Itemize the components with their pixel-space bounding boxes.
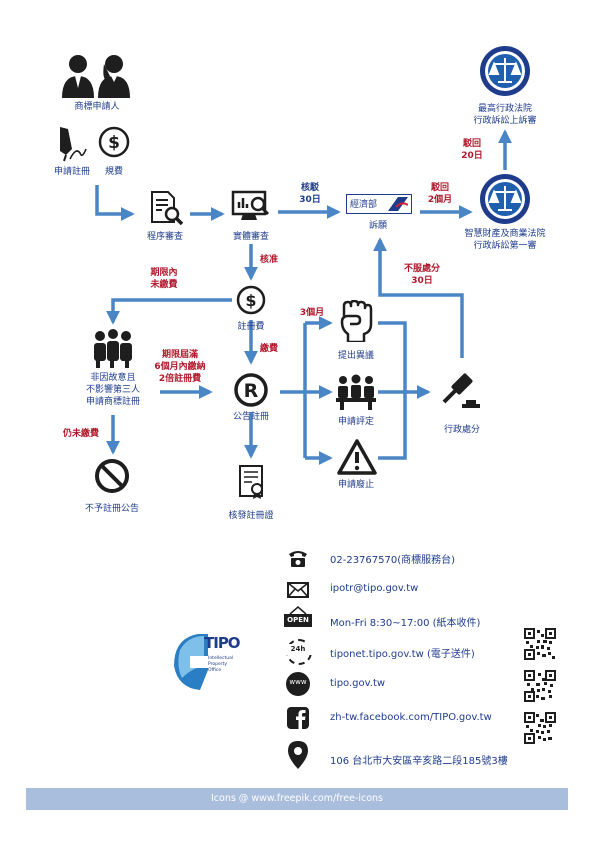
meeting-people-icon: [336, 374, 376, 410]
facebook-icon: [287, 707, 309, 729]
court-reject-label: 駁回: [462, 139, 481, 149]
cancellation-label: 申請廢止: [337, 480, 374, 490]
arrow-fee-to-thirdparty: [106, 298, 232, 325]
third-party-label-3: 申請商標註冊: [85, 397, 140, 407]
procedural-review-label: 程序審查: [146, 232, 183, 242]
qr-code-icon[interactable]: [524, 712, 556, 744]
arrow-opposition-to-disposition: [378, 321, 407, 392]
publish-label: 公告註冊: [232, 412, 269, 422]
svg-text:$: $: [108, 133, 120, 153]
address-text: 106 台北市大安區辛亥路二段185號3樓: [330, 756, 508, 767]
appeal-reject-months-label: 2個月: [427, 195, 453, 205]
deadline-unpaid-label-2: 未繳費: [150, 280, 178, 290]
applicant-label: 商標申請人: [74, 102, 120, 112]
www-globe-icon: www: [286, 672, 310, 696]
reject-days-label: 30日: [299, 195, 321, 205]
appeal-reject-label: 駁回: [430, 183, 449, 193]
clock-24h-icon: 24h: [284, 638, 312, 665]
phone-text: 02-23767570(商標服務台): [330, 555, 456, 566]
registration-fee-icon: $: [236, 285, 266, 315]
tipo-logo-sub2: Property: [208, 662, 228, 667]
tipo-logo-sub1: Intellectual: [208, 656, 234, 661]
warning-icon: [337, 439, 377, 475]
still-unpaid-label: 仍未繳費: [62, 429, 99, 439]
disposition-label: 行政處分: [443, 425, 480, 435]
invalidation-label: 申請評定: [337, 417, 374, 427]
open-sign-hanger: [289, 606, 307, 614]
tipo-logo-text: TIPO: [204, 634, 241, 652]
certificate-label: 核發註冊證: [228, 511, 274, 521]
gavel-icon: [442, 373, 480, 408]
arrow-cancellation-to-disposition: [378, 392, 407, 460]
court-reject-days-label: 20日: [461, 151, 483, 161]
arrow-apply-to-procedural: [95, 185, 135, 221]
registration-fee-label: 註冊費: [237, 322, 265, 332]
reject-label: 核駁: [300, 183, 319, 193]
footer-credit: Icons @ www.freepik.com/free-icons: [26, 788, 568, 810]
qr-code-icon[interactable]: [524, 628, 556, 660]
tipo-logo-mark-icon: [174, 634, 208, 690]
ministry-emblem-icon: [388, 197, 408, 211]
ip-court-label-2: 行政訴訟第一審: [473, 241, 537, 251]
deadline-unpaid-label-1: 期限內: [150, 268, 178, 278]
third-party-label-2: 不影響第三人: [85, 385, 140, 395]
location-pin-icon: [288, 741, 308, 769]
dissatisfied-label-2: 30日: [411, 276, 433, 286]
appeal-label: 訴願: [368, 221, 387, 231]
ip-court-label-1: 智慧財產及商業法院: [464, 229, 546, 239]
approve-label: 核准: [259, 255, 278, 265]
hours-text: Mon-Fri 8:30~17:00 (紙本收件): [330, 618, 481, 629]
ip-court-emblem-icon: [480, 174, 530, 224]
third-party-label-1: 非因故意且: [90, 373, 136, 383]
email-text[interactable]: ipotr@tipo.gov.tw: [330, 583, 419, 594]
expired-label-3: 2倍註冊費: [158, 374, 202, 384]
supreme-court-emblem-icon: [480, 46, 530, 96]
three-months-label: 3個月: [299, 308, 325, 318]
ministry-box: 經濟部: [346, 194, 412, 214]
website-text[interactable]: tipo.gov.tw: [330, 678, 386, 689]
online-text[interactable]: tiponet.tipo.gov.tw (電子送件): [330, 649, 475, 660]
pay-label: 繳費: [259, 344, 278, 354]
email-icon: [287, 582, 309, 598]
expired-label-2: 6個月內繳納: [154, 362, 206, 372]
monitor-search-icon: [231, 190, 270, 220]
substantive-review-label: 實體審查: [232, 232, 269, 242]
apply-label: 申請註冊: [53, 167, 90, 177]
qr-code-icon[interactable]: [524, 670, 556, 702]
fee-label: 規費: [104, 167, 123, 177]
arrow-disposition-to-appeal: [373, 237, 464, 358]
registered-trademark-icon: R: [234, 373, 268, 407]
supreme-label-1: 最高行政法院: [477, 104, 532, 114]
expired-label-1: 期限屆滿: [161, 350, 198, 360]
www-globe-text: www: [289, 678, 307, 686]
tipo-logo-sub3: Office: [208, 668, 222, 673]
fist-icon: [340, 300, 373, 342]
svg-text:R: R: [244, 380, 259, 402]
applicant-icon: [62, 55, 130, 98]
people-group-icon: [94, 329, 132, 368]
clock-24h-text: 24h: [284, 644, 312, 655]
ministry-label: 經濟部: [350, 200, 378, 210]
phone-icon: [289, 551, 307, 567]
pen-signature-icon: [60, 127, 87, 162]
tipo-logo: TIPO Intellectual Property Office: [168, 626, 248, 692]
svg-text:$: $: [245, 291, 256, 310]
prohibited-icon: [95, 459, 129, 493]
fee-dollar-icon: $: [98, 126, 130, 158]
facebook-text[interactable]: zh-tw.facebook.com/TIPO.gov.tw: [330, 712, 492, 723]
certificate-icon: [239, 465, 263, 499]
supreme-label-2: 行政訴訟上訴審: [473, 116, 537, 126]
dissatisfied-label-1: 不服處分: [403, 264, 440, 274]
open-sign-icon: OPEN: [284, 606, 312, 628]
open-sign-badge: OPEN: [284, 614, 312, 627]
not-registered-label: 不予註冊公告: [84, 504, 139, 514]
document-search-icon: [151, 191, 184, 226]
opposition-label: 提出異議: [337, 351, 374, 361]
